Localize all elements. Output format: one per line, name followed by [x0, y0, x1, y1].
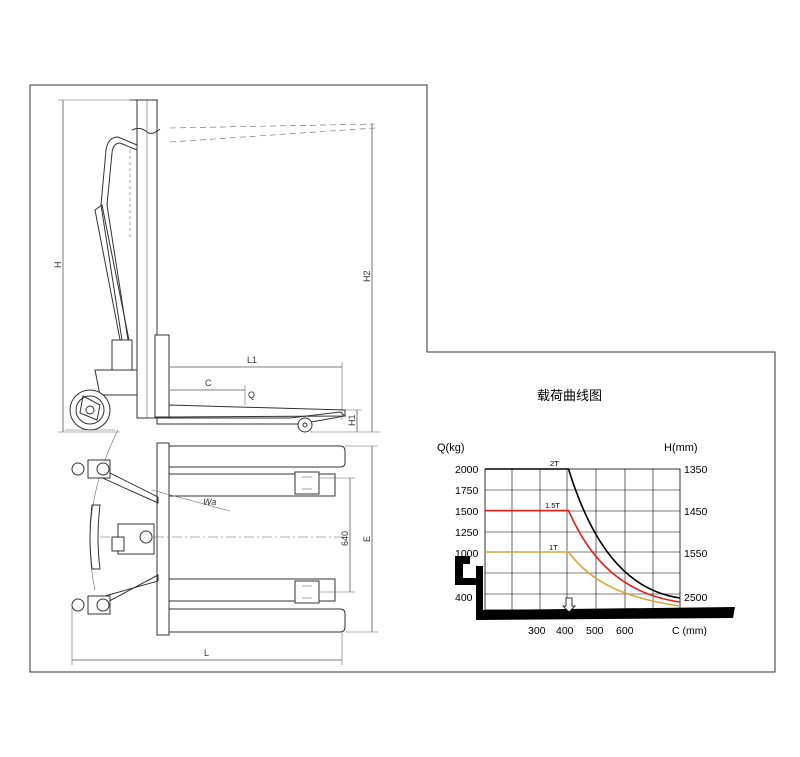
series-labels: 2T 1.5T 1T: [545, 459, 560, 552]
dim-label-640: 640: [340, 531, 350, 546]
mast-extension-dashed: [169, 123, 376, 143]
right-tick-label: 2500: [684, 592, 708, 604]
chart-title: 载荷曲线图: [537, 389, 602, 404]
top-view: Wa 640 E L: [71, 429, 378, 665]
y-right-title: H(mm): [664, 442, 698, 454]
series-line-1T: [485, 551, 681, 607]
right-tick-label: 1550: [684, 548, 708, 560]
dim-label-H1: H1: [347, 414, 357, 426]
dim-label-C: C: [205, 378, 212, 388]
x-tick-labels: 300 400 500 600: [528, 625, 634, 637]
x-tick-label: 500: [586, 625, 604, 637]
series-label: 2T: [550, 459, 559, 468]
x-tick-label: 300: [528, 625, 546, 637]
right-tick-label: 1350: [684, 464, 708, 476]
y-left-title: Q(kg): [437, 442, 465, 454]
series-label: 1.5T: [545, 501, 560, 510]
handle: [100, 136, 138, 341]
front-wheel: [297, 417, 313, 433]
left-tick-label: 1500: [455, 506, 479, 518]
dim-label-Wa: Wa: [203, 497, 216, 507]
right-tick-label: 1450: [684, 506, 708, 518]
x-tick-label: 400: [556, 625, 574, 637]
series-line-1-5T: [485, 509, 681, 603]
fork-side: [168, 404, 346, 418]
left-tick-label: 1750: [455, 485, 479, 497]
dim-label-Q: Q: [248, 390, 255, 400]
x-tick-label: 600: [616, 625, 634, 637]
left-tick-label: 400: [455, 592, 473, 604]
left-tick-label: 2000: [455, 464, 479, 476]
dim-label-H: H: [53, 262, 63, 269]
left-tick-label: 1250: [455, 527, 479, 539]
series-line-2T: [485, 468, 681, 599]
dim-label-E: E: [362, 536, 372, 542]
chart-series: [485, 468, 681, 607]
drawing-frame: [29, 84, 776, 673]
side-view: H H2 H1 L1 C Q: [53, 99, 380, 433]
load-curve-chart: 载荷曲线图 Q(kg) H(mm) 2000175015001250100040…: [437, 389, 735, 637]
dim-label-H2: H2: [362, 270, 372, 282]
lower-fork: [168, 578, 336, 602]
dim-label-L: L: [204, 648, 209, 658]
right-tick-labels: 1350 1450 1550 2500: [684, 464, 708, 604]
dim-label-L1: L1: [247, 355, 257, 365]
upper-fork: [168, 445, 346, 468]
load-center-arrow: [562, 597, 576, 613]
x-axis-title: C (mm): [672, 625, 707, 637]
series-label: 1T: [549, 543, 558, 552]
fork-symbol: [455, 556, 735, 620]
